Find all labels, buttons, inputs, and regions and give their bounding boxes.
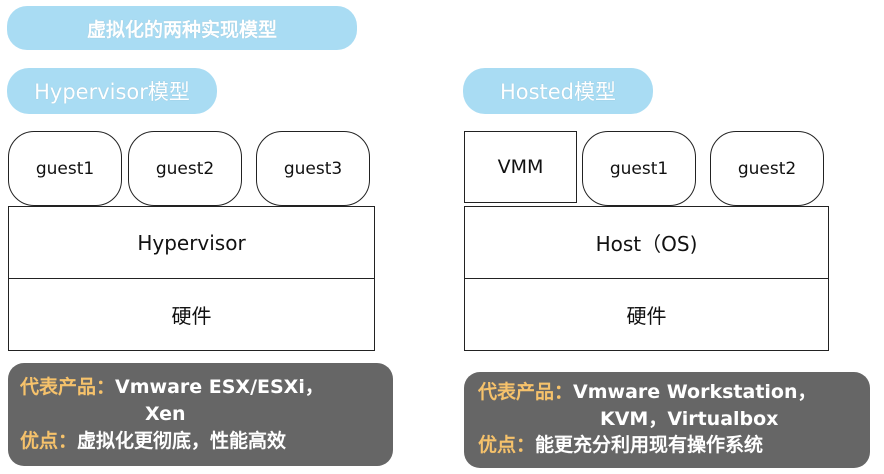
- hypervisor-products-line1: Vmware ESX/ESXi，: [115, 376, 324, 398]
- hypervisor-guest-2: guest2: [128, 131, 242, 206]
- hypervisor-advantage-text: 虚拟化更彻底，性能高效: [77, 430, 287, 452]
- hosted-guest-2: guest2: [710, 131, 824, 206]
- hypervisor-guest-1: guest1: [8, 131, 122, 206]
- hypervisor-products-label: 代表产品：: [20, 376, 116, 398]
- hosted-guest-1: guest1: [582, 131, 696, 206]
- hypervisor-layer: Hypervisor: [8, 206, 375, 279]
- page-title: 虚拟化的两种实现模型: [7, 6, 357, 50]
- hosted-advantage-label: 优点：: [478, 434, 536, 456]
- hypervisor-advantage-label: 优点：: [20, 430, 78, 452]
- hypervisor-info-box: 代表产品：Vmware ESX/ESXi， Xen 优点：虚拟化更彻底，性能高效: [8, 363, 393, 466]
- hypervisor-products-line2: Xen: [145, 403, 186, 425]
- hosted-products-line1: Vmware Workstation，: [573, 381, 817, 403]
- hosted-products-label: 代表产品：: [478, 381, 574, 403]
- hosted-hardware-layer: 硬件: [464, 278, 829, 351]
- hypervisor-hardware-layer: 硬件: [8, 278, 375, 351]
- hosted-vmm: VMM: [464, 131, 577, 203]
- hosted-advantage-text: 能更充分利用现有操作系统: [535, 434, 764, 456]
- hypervisor-model-title: Hypervisor模型: [7, 68, 217, 114]
- hosted-info-box: 代表产品：Vmware Workstation， KVM，Virtualbox …: [464, 372, 870, 468]
- hosted-products-line2: KVM，Virtualbox: [600, 408, 779, 430]
- hypervisor-guest-3: guest3: [256, 131, 370, 206]
- hosted-host-os-layer: Host（OS): [464, 206, 829, 279]
- hosted-model-title: Hosted模型: [463, 68, 653, 114]
